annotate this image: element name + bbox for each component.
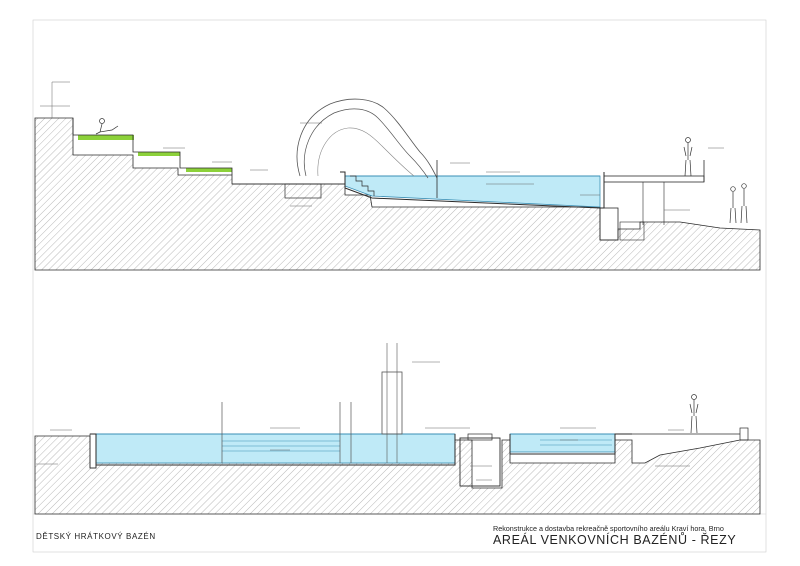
upper-section bbox=[34, 81, 761, 271]
lower-right-post bbox=[739, 427, 749, 441]
central-shaft bbox=[459, 437, 501, 487]
upper-annotations bbox=[40, 81, 724, 211]
lower-pool-right bbox=[509, 433, 616, 453]
slide-structure-inner bbox=[303, 108, 429, 179]
central-shaft-cover bbox=[467, 433, 493, 441]
person-sitting-icon bbox=[95, 118, 119, 135]
lower-left-plinth bbox=[89, 433, 97, 469]
person-standing-lower-icon bbox=[689, 394, 699, 434]
sheet-title: DĚTSKÝ HRÁTKOVÝ BAZÉN bbox=[36, 532, 156, 541]
slide-tower bbox=[381, 371, 403, 435]
pool-entry-steps bbox=[350, 175, 375, 196]
lower-pool-left bbox=[95, 433, 456, 464]
slide-structure bbox=[296, 98, 438, 179]
lower-section bbox=[34, 343, 761, 515]
sheet-frame bbox=[32, 19, 767, 553]
project-name: Rekonstrukce a dostavba rekreačně sporto… bbox=[493, 524, 724, 533]
people-group-icon bbox=[729, 183, 748, 224]
grass-strip-1 bbox=[78, 135, 134, 140]
drain-box bbox=[619, 221, 645, 241]
tech-pit bbox=[599, 207, 619, 241]
lower-pool-left-steps bbox=[222, 440, 340, 452]
upper-terrain bbox=[34, 117, 761, 271]
terrace-steps bbox=[72, 118, 233, 175]
grass-strip-3 bbox=[186, 168, 232, 172]
drawing-title: AREÁL VENKOVNÍCH BAZÉNŮ - ŘEZY bbox=[493, 533, 737, 547]
upper-deck bbox=[603, 175, 705, 183]
grass-strip-2 bbox=[138, 152, 180, 156]
lower-annotations bbox=[36, 361, 690, 481]
person-standing-icon bbox=[683, 137, 693, 177]
slide-chute bbox=[317, 127, 415, 177]
